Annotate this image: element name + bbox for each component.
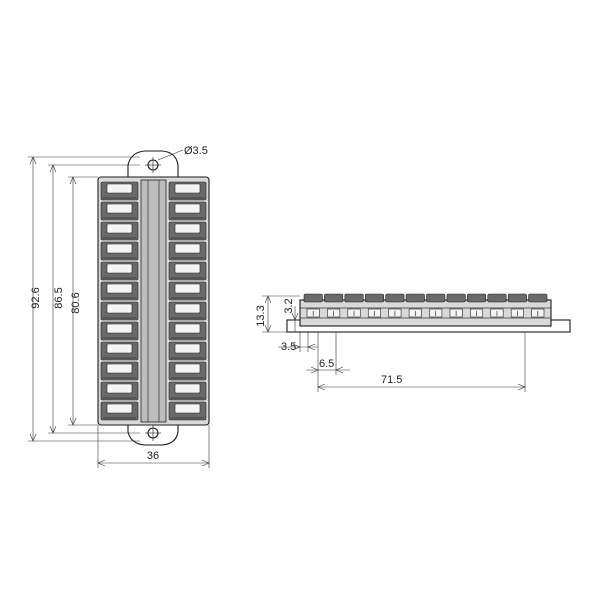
- side-terminal-cell: [487, 293, 507, 318]
- terminal-cell-left: [100, 401, 139, 421]
- side-terminal-cell: [364, 293, 384, 318]
- terminal-cell-left: [100, 381, 139, 401]
- dim-pitch: 6.5: [319, 358, 334, 370]
- terminal-cell-left: [100, 241, 139, 261]
- terminal-cell-right: [168, 241, 207, 261]
- terminal-cell-right: [168, 261, 207, 281]
- terminal-cell-right: [168, 321, 207, 341]
- terminal-cell-left: [100, 221, 139, 241]
- dim-base-height: 3.2: [283, 298, 295, 313]
- side-terminal-cell: [528, 293, 548, 318]
- terminal-cell-right: [168, 401, 207, 421]
- side-terminal-cell: [467, 293, 487, 318]
- terminal-cell-left: [100, 341, 139, 361]
- dim-edge-offset: 3.5: [281, 341, 296, 353]
- side-terminal-cell: [303, 293, 323, 318]
- side-terminal-cell: [446, 293, 466, 318]
- dim-total-height: 13.3: [255, 305, 267, 326]
- side-body: [299, 299, 552, 327]
- dim-body-length: 80.6: [70, 292, 82, 313]
- terminal-cell-left: [100, 301, 139, 321]
- side-terminal-row: [303, 293, 548, 318]
- terminal-cell-right: [168, 301, 207, 321]
- dim-mount-length: 86.5: [53, 287, 65, 308]
- side-terminal-cell: [344, 293, 364, 318]
- terminal-cell-left: [100, 261, 139, 281]
- terminal-cell-left: [100, 181, 139, 201]
- side-terminal-cell: [324, 293, 344, 318]
- front-view: Ø3.5 92.6 86.5 80.6 36: [28, 145, 210, 468]
- top-mounting-ear: [127, 150, 179, 180]
- terminal-cell-left: [100, 321, 139, 341]
- terminal-cell-left: [100, 201, 139, 221]
- side-terminal-cell: [405, 293, 425, 318]
- side-terminal-cell: [426, 293, 446, 318]
- terminal-cell-right: [168, 201, 207, 221]
- dim-overall-length: 92.6: [30, 287, 42, 308]
- side-view: 13.3 3.2 3.5 6.5 71.5: [255, 293, 571, 392]
- left-terminal-column: [100, 181, 139, 421]
- terminal-cell-right: [168, 341, 207, 361]
- dim-span: 71.5: [381, 374, 402, 386]
- dim-width: 36: [147, 450, 159, 462]
- terminal-cell-right: [168, 221, 207, 241]
- hole-diameter-label: Ø3.5: [184, 145, 208, 157]
- terminal-cell-left: [100, 281, 139, 301]
- terminal-cell-right: [168, 281, 207, 301]
- side-terminal-cell: [507, 293, 527, 318]
- side-terminal-cell: [385, 293, 405, 318]
- center-busbar-strip: [140, 179, 167, 423]
- terminal-cell-right: [168, 381, 207, 401]
- terminal-cell-left: [100, 361, 139, 381]
- right-terminal-column: [168, 181, 207, 421]
- bottom-mounting-ear: [127, 424, 179, 446]
- terminal-cell-right: [168, 361, 207, 381]
- terminal-cell-right: [168, 181, 207, 201]
